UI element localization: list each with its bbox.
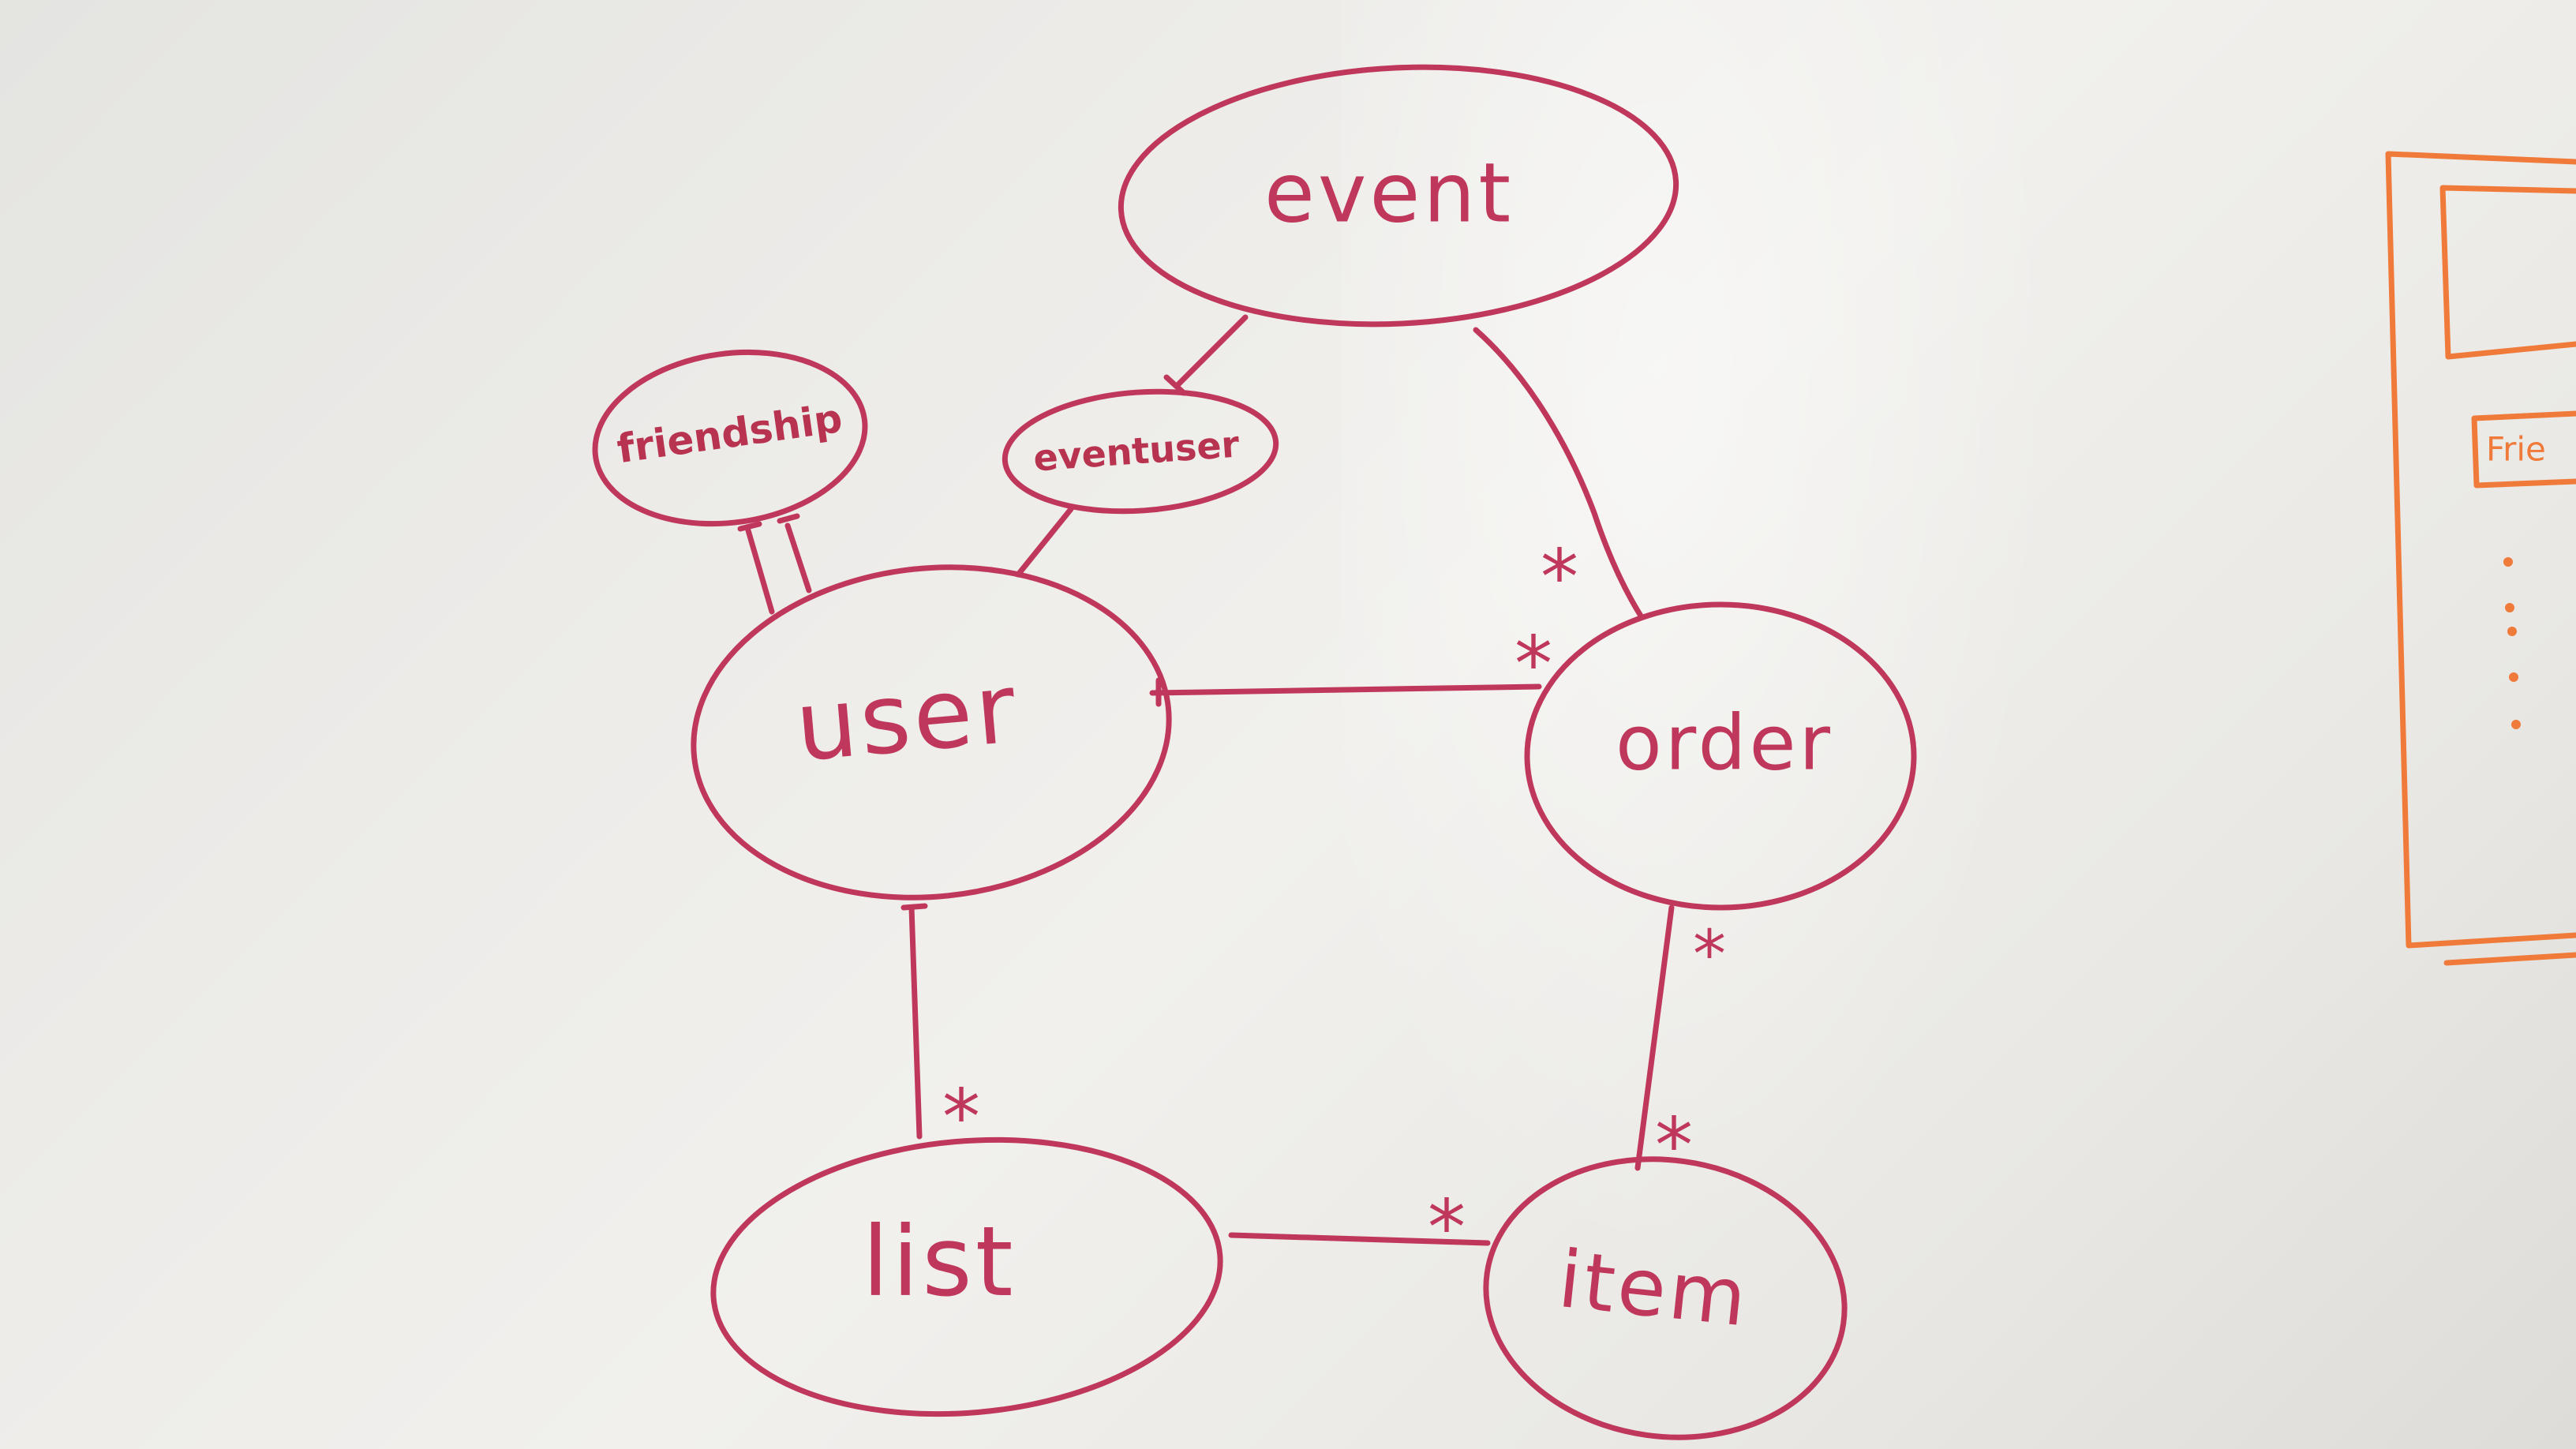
edge-friendship-user-2	[784, 522, 812, 593]
edge-eventuser-user	[1015, 506, 1074, 578]
item-node-shape	[1483, 1156, 1848, 1440]
star-user-list: *	[942, 1073, 983, 1161]
edge-user-list-tick	[900, 903, 928, 911]
list-node-shape	[710, 1136, 1223, 1417]
edge-order-item	[1634, 904, 1675, 1171]
list-label: list	[862, 1206, 1016, 1318]
order-node-shape	[1524, 601, 1917, 911]
edge-event-eventuser	[1174, 314, 1249, 388]
item-label: item	[1554, 1233, 1754, 1345]
eventuser-label: eventuser	[1032, 422, 1241, 479]
side-sketch-bullets	[2503, 557, 2521, 729]
user-label: user	[792, 652, 1023, 783]
side-sketch-label: Frie	[2486, 430, 2546, 469]
edge-user-order	[1149, 683, 1542, 696]
eventuser-node-shape	[1002, 388, 1279, 515]
edge-user-list	[908, 904, 923, 1140]
star-order-user: *	[1515, 620, 1556, 708]
friendship-node-shape	[592, 349, 868, 527]
friendship-label: friendship	[614, 395, 844, 472]
side-wireframe-sketch	[2385, 151, 2576, 966]
side-sketch-button	[2471, 410, 2576, 489]
edge-event-order	[1473, 327, 1645, 620]
side-sketch-frame	[2385, 151, 2576, 949]
star-event-order: *	[1541, 533, 1582, 621]
event-node-shape	[1118, 64, 1679, 328]
order-label: order	[1616, 698, 1833, 787]
event-label: event	[1264, 144, 1514, 241]
edge-friendship-tick-1	[737, 521, 762, 532]
edge-friendship-tick-2	[777, 513, 800, 524]
edge-event-eventuser-tick	[1163, 374, 1187, 396]
side-sketch-inner-box	[2439, 185, 2576, 360]
star-list-item: *	[1428, 1183, 1469, 1271]
star-order-item-top: *	[1693, 915, 1729, 993]
side-sketch-bottom-stroke	[2443, 952, 2576, 966]
edge-friendship-user-1	[745, 527, 775, 615]
user-node-shape	[691, 564, 1172, 900]
edge-list-item	[1228, 1232, 1491, 1246]
star-order-item-bottom: *	[1655, 1101, 1696, 1189]
